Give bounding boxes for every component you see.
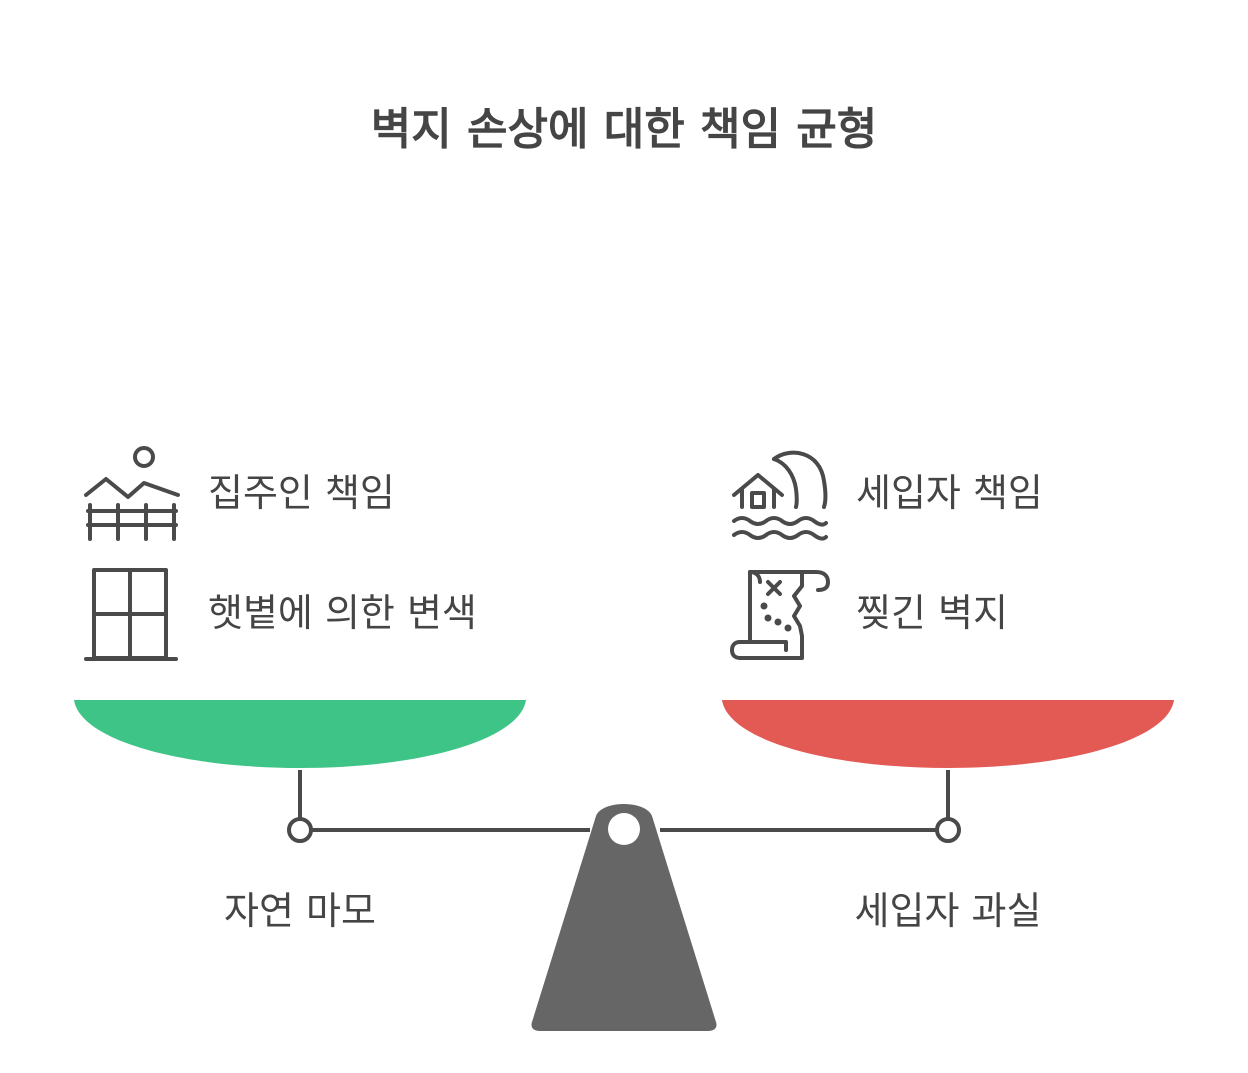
page-title: 벽지 손상에 대한 책임 균형 (370, 104, 878, 155)
right-item-label-1: 세입자 책임 (856, 471, 1043, 515)
torn-map-icon (730, 566, 830, 666)
left-item-label-2: 햇볕에 의한 변색 (208, 591, 477, 635)
right-base-label: 세입자 과실 (854, 889, 1042, 933)
window-icon (84, 566, 184, 666)
right-pan (722, 700, 1174, 768)
house-flood-icon (730, 445, 830, 545)
right-item-label-2: 찢긴 벽지 (856, 591, 1008, 635)
landscape-fence-icon (82, 445, 182, 545)
fulcrum (531, 804, 717, 1031)
left-pan (74, 700, 526, 768)
right-beam-end (935, 817, 961, 843)
left-item-label-1: 집주인 책임 (208, 471, 395, 515)
left-beam-end (287, 817, 313, 843)
fulcrum-pivot (608, 813, 640, 845)
left-base-label: 자연 마모 (224, 889, 376, 933)
